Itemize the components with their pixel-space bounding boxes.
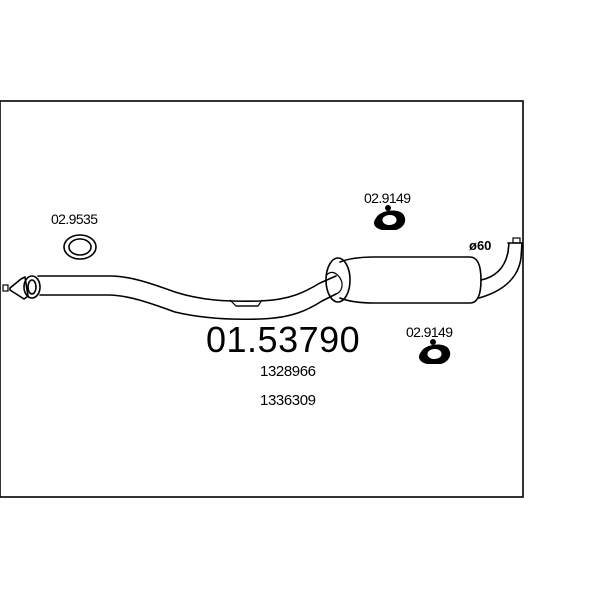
clamp-top-part-number: 02.9149 [364,190,411,206]
clamp-icon-bottom [419,339,451,364]
muffler [325,256,482,304]
inlet-flange [2,275,41,300]
diagram-frame [0,100,524,498]
main-part-number: 01.53790 [206,319,360,360]
tailpipe [478,237,523,299]
gasket-part-number: 02.9535 [51,211,98,227]
oem-number-1: 1328966 [260,363,316,380]
clamp-bottom-part-number: 02.9149 [406,324,453,340]
gasket-ring [63,234,97,260]
diameter-label: ø60 [469,238,491,253]
oem-number-2: 1336309 [260,392,316,409]
clamp-icon-top [374,205,406,230]
exhaust-pipe [37,275,337,321]
